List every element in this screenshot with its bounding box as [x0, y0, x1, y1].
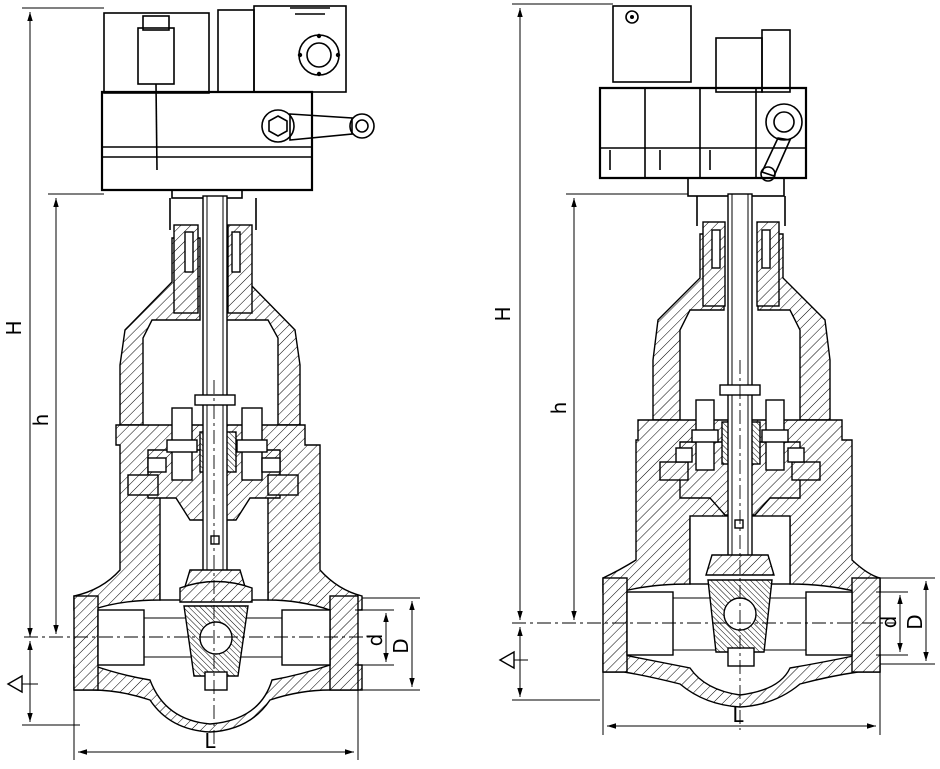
left-dimensions	[6, 7, 420, 760]
right-dimensions	[498, 3, 935, 735]
right-label-h: h	[547, 402, 571, 415]
left-stem	[194, 195, 236, 577]
right-valve-view: H h d D L	[491, 3, 935, 735]
right-label-L: L	[732, 703, 744, 727]
right-label-D: D	[903, 614, 927, 629]
left-label-H: H	[2, 320, 26, 335]
left-valve-view: H h d D L	[2, 5, 420, 760]
left-dimension-labels: H h d D L	[2, 320, 413, 753]
left-label-D: D	[389, 638, 413, 653]
left-label-h: h	[29, 414, 53, 427]
left-label-d: d	[363, 634, 387, 647]
left-label-L: L	[204, 729, 216, 753]
right-actuator	[598, 5, 808, 197]
left-actuator	[100, 5, 375, 199]
right-label-d: d	[877, 616, 901, 629]
right-label-H: H	[491, 306, 515, 321]
right-dimension-labels: H h d D L	[491, 306, 927, 727]
right-studs	[675, 399, 805, 471]
left-disc	[179, 569, 253, 691]
